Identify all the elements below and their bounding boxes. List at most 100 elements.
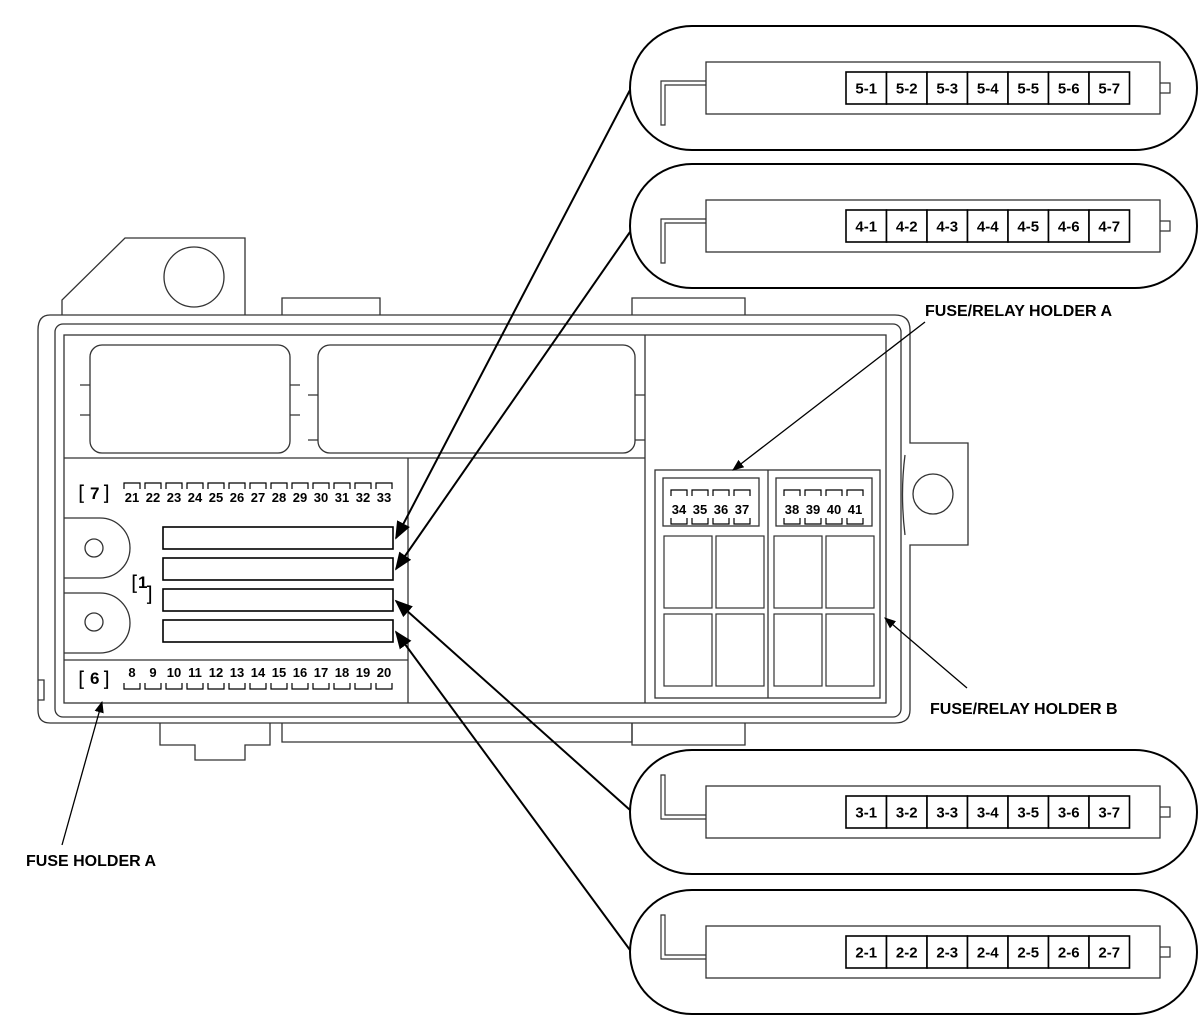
fuse-number-29: 29	[293, 490, 307, 505]
fuse-number-35: 35	[693, 502, 707, 517]
fuse-slot-mark	[186, 683, 204, 690]
fuse-cell	[926, 795, 969, 829]
fuse-cell-label-5-2: 5-2	[896, 81, 918, 98]
fuse-cell-label-4-7: 4-7	[1098, 219, 1120, 236]
fuse-cell-label-5-3: 5-3	[936, 81, 958, 98]
fuse-cell-label-3-1: 3-1	[855, 805, 877, 822]
strip-hook	[660, 914, 706, 960]
fuse-number-33: 33	[377, 490, 391, 505]
fuse-cell	[1007, 795, 1050, 829]
leader-2	[394, 630, 631, 951]
fuse-slot-mark	[846, 489, 864, 496]
fuse-number-31: 31	[335, 490, 349, 505]
fuse-holder-a-label: FUSE HOLDER A	[26, 853, 157, 870]
fuse-number-26: 26	[230, 490, 244, 505]
fuse-cell-label-5-7: 5-7	[1098, 81, 1120, 98]
fuse-slot-mark	[846, 518, 864, 525]
fuse-cell	[966, 209, 1009, 243]
fuse-slot-mark	[783, 518, 801, 525]
fuse-number-25: 25	[209, 490, 223, 505]
fuse-slot-mark	[123, 683, 141, 690]
svg-text:[: [	[78, 481, 86, 505]
fuse-cell-label-3-3: 3-3	[936, 805, 958, 822]
fuse-cell-label-5-4: 5-4	[977, 81, 999, 98]
fuse-slot-mark	[804, 518, 822, 525]
fuse-slot-mark	[670, 489, 688, 496]
fuse-cell-label-3-4: 3-4	[977, 805, 999, 822]
fuse-slot-mark	[249, 482, 267, 489]
fuse-cell-label-3-7: 3-7	[1098, 805, 1120, 822]
bracket-labels: [ 7 ] [ 1 ] [ 6 ]	[78, 481, 153, 691]
fuse-slot-mark	[144, 683, 162, 690]
fuse-bar-2	[162, 619, 394, 643]
leader-lines	[61, 89, 968, 951]
fuse-cell-label-4-6: 4-6	[1058, 219, 1080, 236]
fuse-slot-mark	[825, 518, 843, 525]
fuse-cell	[1007, 71, 1050, 105]
fuse-cell-label-4-1: 4-1	[855, 219, 877, 236]
fuse-slot-mark	[733, 518, 751, 525]
fuse-cell-label-2-3: 2-3	[936, 945, 958, 962]
svg-text:]: ]	[145, 582, 153, 606]
fuse-cell	[845, 935, 888, 969]
fuse-strip	[705, 925, 1161, 979]
relay-slots	[663, 535, 875, 687]
fuse-cell	[1047, 795, 1090, 829]
fuse-number-18: 18	[335, 665, 349, 680]
fuse-cell	[1088, 795, 1131, 829]
fuse-slot-mark	[165, 683, 183, 690]
fuse-slot-mark	[228, 683, 246, 690]
fuse-cell	[845, 71, 888, 105]
fuse-relay-holder-b-label: FUSE/RELAY HOLDER B	[930, 701, 1118, 718]
fuse-slot-mark	[312, 482, 330, 489]
fuse-bar-3	[162, 588, 394, 612]
fuse-number-34: 34	[672, 502, 687, 517]
bracket-label-6: 6	[90, 669, 99, 688]
fuse-bar-4	[162, 557, 394, 581]
fuse-slot-mark	[375, 482, 393, 489]
fuse-cell	[845, 209, 888, 243]
fuse-cell-label-2-1: 2-1	[855, 945, 877, 962]
fuse-cell-label-3-2: 3-2	[896, 805, 918, 822]
fuse-number-36: 36	[714, 502, 728, 517]
fuse-slot-mark	[207, 683, 225, 690]
fuse-cell-label-5-6: 5-6	[1058, 81, 1080, 98]
fuse-strip	[705, 785, 1161, 839]
leader-fuse-relay-holder-b	[884, 617, 968, 689]
fuse-slot-mark	[123, 482, 141, 489]
callout-fuse-holder-5: 5-1 5-2 5-3 5-4 5-5 5-6 5-7	[629, 25, 1198, 151]
fuse-cell-label-5-1: 5-1	[855, 81, 877, 98]
fuse-slot-mark	[712, 489, 730, 496]
fuse-slot-mark	[312, 683, 330, 690]
fuse-number-38: 38	[785, 502, 799, 517]
fuse-cell-label-3-6: 3-6	[1058, 805, 1080, 822]
leader-3	[394, 599, 631, 811]
svg-text:[: [	[131, 571, 139, 595]
fuse-number-22: 22	[146, 490, 160, 505]
leader-4	[394, 231, 631, 571]
fuse-slot-mark	[333, 482, 351, 489]
fuse-number-16: 16	[293, 665, 307, 680]
fuse-cell	[1088, 71, 1131, 105]
fuse-number-19: 19	[356, 665, 370, 680]
fuse-cell	[926, 71, 969, 105]
fuse-slot-mark	[291, 683, 309, 690]
fuse-number-17: 17	[314, 665, 328, 680]
fuse-slot-mark	[186, 482, 204, 489]
fuse-number-11: 11	[188, 665, 202, 680]
fuse-cell-label-4-4: 4-4	[977, 219, 999, 236]
fuse-slot-mark	[228, 482, 246, 489]
bracket-label-1: 1	[138, 573, 147, 592]
strip-hook	[660, 218, 706, 264]
fuse-cell-label-4-5: 4-5	[1017, 219, 1039, 236]
fuse-cell	[1047, 71, 1090, 105]
bracket-label-7: 7	[90, 484, 99, 503]
fuse-strip	[705, 199, 1161, 253]
fuse-cell-label-5-5: 5-5	[1017, 81, 1039, 98]
svg-text:]: ]	[102, 481, 110, 505]
